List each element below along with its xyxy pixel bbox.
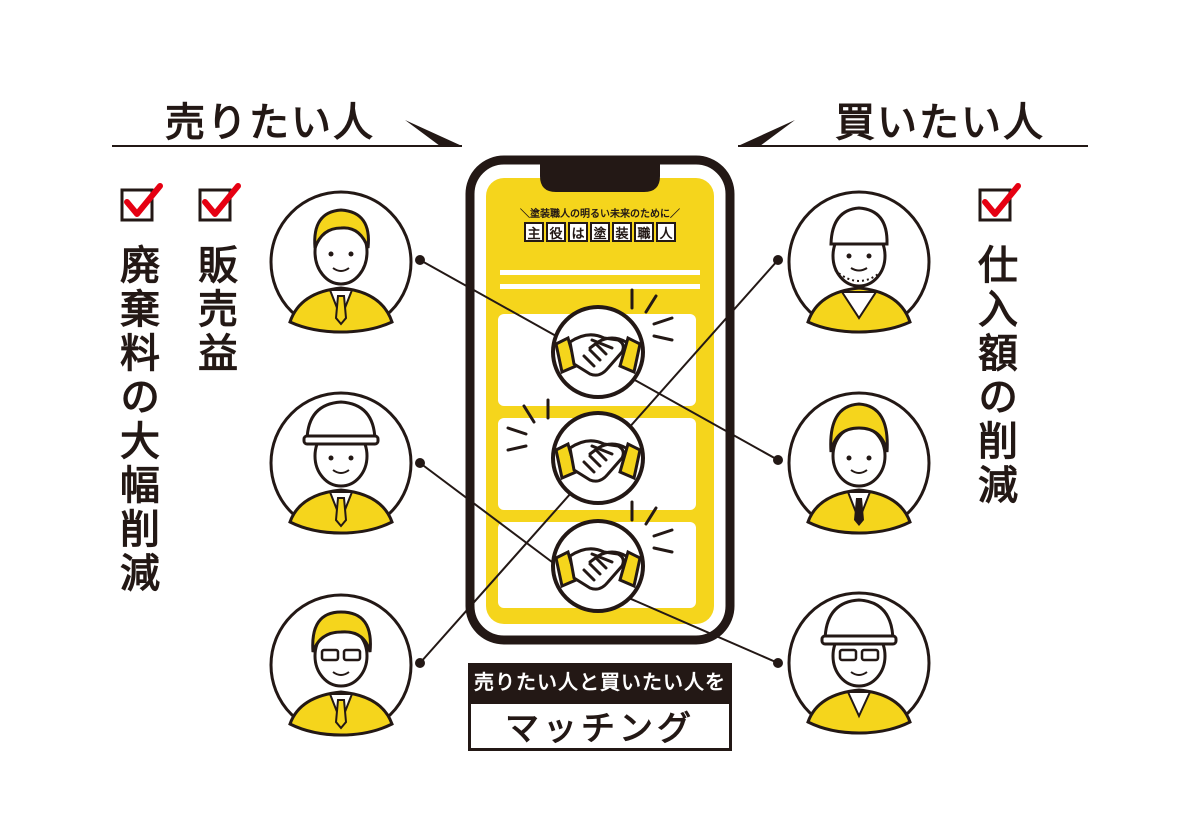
seller-avatar-2 xyxy=(269,391,413,535)
phone-title-char: 装 xyxy=(612,222,632,242)
checkbox-icon xyxy=(120,183,163,222)
buyer-avatar-3 xyxy=(787,591,931,735)
phone-title-char: 塗 xyxy=(590,222,610,242)
buyer-heading-rule xyxy=(738,120,1088,147)
phone-title-char: 職 xyxy=(634,222,654,242)
connection-dots xyxy=(415,255,783,668)
buyer-benefit-purchase-cost: 仕入額の削減 xyxy=(971,244,1017,508)
buyer-heading: 買いたい人 xyxy=(835,100,1045,146)
seller-heading: 売りたい人 xyxy=(165,100,375,146)
phone-title-char: 役 xyxy=(546,222,566,242)
matching-banner-main: マッチング xyxy=(468,701,732,751)
phone-title-char: 人 xyxy=(656,222,676,242)
phone-title-char: 主 xyxy=(524,222,544,242)
seller-avatar-1 xyxy=(269,190,413,334)
matching-banner-sub: 売りたい人と買いたい人を xyxy=(468,663,732,701)
seller-heading-rule xyxy=(112,120,462,147)
checkbox-icon xyxy=(198,183,241,222)
seller-benefit-disposal-cost: 廃棄料の大幅削減 xyxy=(113,244,159,596)
buyer-avatar-2 xyxy=(787,391,931,535)
seller-avatar-3 xyxy=(269,593,413,737)
buyer-avatar-1 xyxy=(787,190,931,334)
phone-tagline: ＼塗装職人の明るい未来のために／ xyxy=(520,209,680,220)
phone-title: 主 役 は 塗 装 職 人 xyxy=(524,222,676,242)
smartphone xyxy=(465,155,735,645)
checkbox-icon xyxy=(978,183,1021,222)
seller-benefit-sales-profit: 販売益 xyxy=(191,244,237,376)
phone-title-char: は xyxy=(568,222,588,242)
